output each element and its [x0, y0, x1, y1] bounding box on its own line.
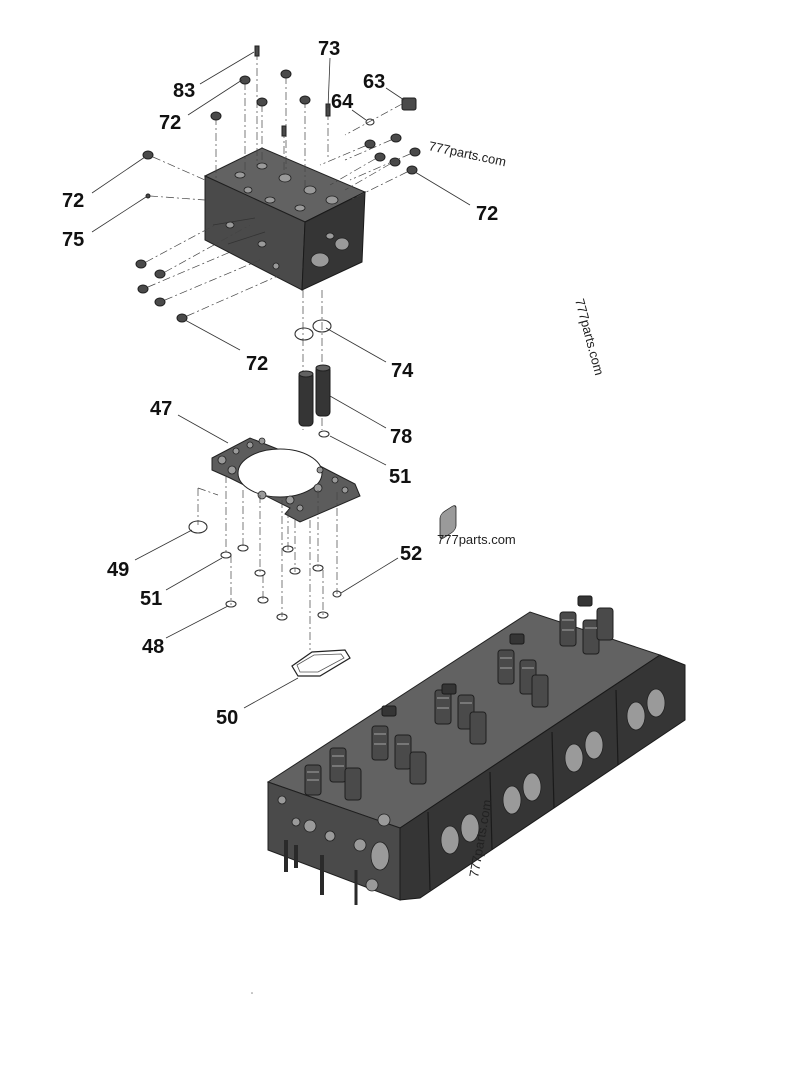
callout-50: 50 [216, 707, 238, 729]
left-plugs [135, 150, 281, 323]
callout-63: 63 [363, 71, 385, 93]
watermark-3: 777parts.com [437, 532, 516, 547]
callout-72-bottom: 72 [246, 353, 268, 375]
valve-studs [210, 45, 331, 190]
callout-49: 49 [107, 559, 129, 581]
callout-72-left: 72 [62, 190, 84, 212]
callout-72-right: 72 [476, 203, 498, 225]
valve-springs [304, 595, 614, 801]
callout-48: 48 [142, 636, 164, 658]
callout-52: 52 [400, 543, 422, 565]
callout-75: 75 [62, 229, 84, 251]
cylinder-head-assembly-icon [266, 505, 686, 905]
callout-73: 73 [318, 38, 340, 60]
callout-78: 78 [390, 426, 412, 448]
callout-72-top: 72 [159, 112, 181, 134]
cylinder-head-exploded-icon [203, 147, 367, 291]
leader-lines [91, 51, 471, 709]
callout-51-left: 51 [140, 588, 162, 610]
head-gasket-icon [211, 437, 361, 523]
callout-47: 47 [150, 398, 172, 420]
small-gasket [291, 649, 351, 677]
stray-dot [251, 992, 253, 994]
callout-64: 64 [331, 91, 354, 113]
gasket-seal-rings [188, 475, 342, 650]
callout-51-right: 51 [389, 466, 411, 488]
watermark-2: 777parts.com [572, 297, 607, 377]
seal-and-sleeves [294, 290, 332, 438]
callout-74: 74 [391, 360, 414, 382]
callout-83: 83 [173, 80, 195, 102]
right-plugs [319, 97, 421, 201]
watermark-1: 777parts.com [427, 138, 507, 169]
